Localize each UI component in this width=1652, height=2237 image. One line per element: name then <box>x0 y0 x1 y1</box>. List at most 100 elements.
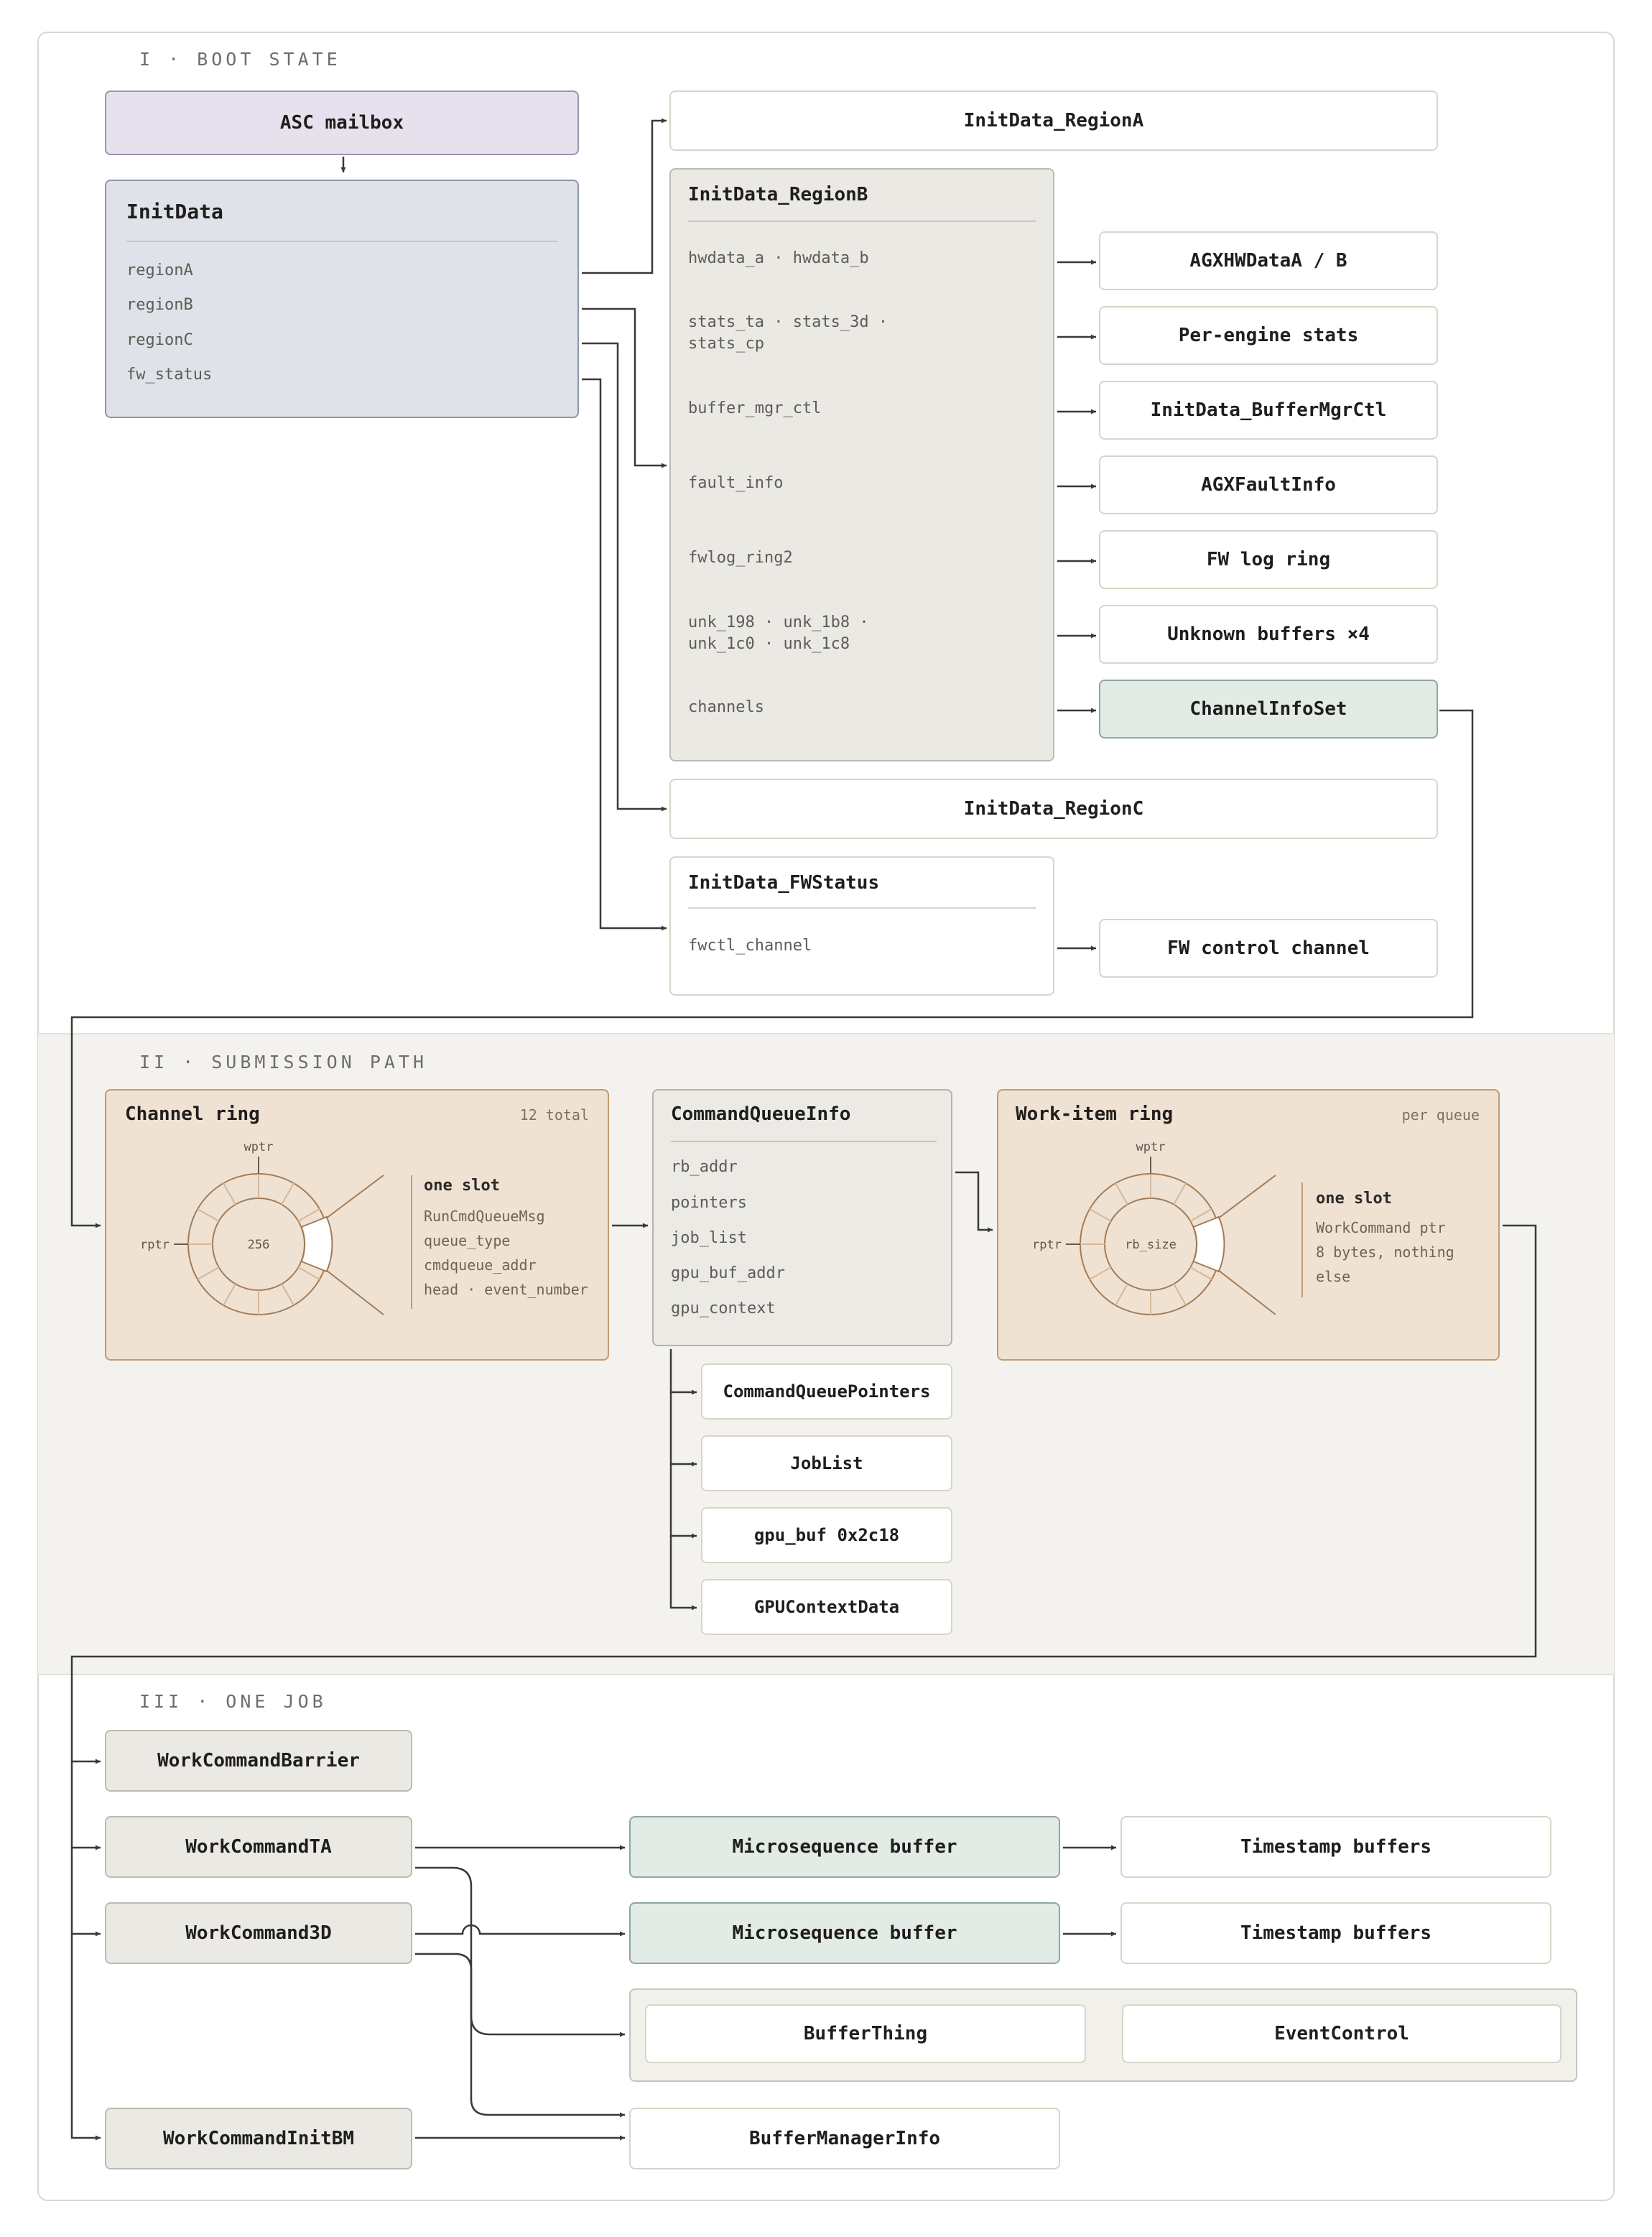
region-b-field-buffer-mgr-ctl: buffer_mgr_ctl <box>688 399 822 417</box>
initdata-divider <box>126 241 557 242</box>
arrow-ta-to-buffer-thing <box>415 1866 625 2037</box>
command-queue-info-panel: CommandQueueInfo rb_addr pointers job_li… <box>652 1089 952 1346</box>
initdata-panel: InitData regionA regionB regionC fw_stat… <box>105 180 579 418</box>
arrow-cqi-to-gpu-buf <box>669 1464 697 1539</box>
job-list-box: JobList <box>701 1435 952 1491</box>
microsequence-buffer-ta-box: Microsequence buffer <box>629 1816 1060 1878</box>
work-slot-line: else <box>1316 1268 1351 1285</box>
event-control-box: EventControl <box>1122 2004 1561 2063</box>
work-command-barrier-box: WorkCommandBarrier <box>105 1730 412 1792</box>
arrow-cqi-to-job-list <box>669 1392 697 1467</box>
arrow-3d-to-buffer-manager-info <box>415 1953 625 2118</box>
work-ring-slot-fan <box>1217 1175 1276 1315</box>
microsequence-buffer-3d-box: Microsequence buffer <box>629 1902 1060 1964</box>
channel-ring-title: Channel ring <box>125 1103 260 1125</box>
channel-ring-diagram: wptr rptr 256 <box>140 1140 384 1315</box>
region-b-title: InitData_RegionB <box>688 184 868 205</box>
arrow-cqi-to-pointers <box>669 1349 697 1395</box>
cqi-field-rb-addr: rb_addr <box>671 1158 738 1176</box>
arrow-3d-to-microsequence <box>415 1924 625 1937</box>
channel-slot-line: cmdqueue_addr <box>424 1256 537 1274</box>
work-command-initbm-box: WorkCommandInitBM <box>105 2108 412 2169</box>
arrow-channel-info-to-channel-ring <box>70 709 1474 1228</box>
channel-ring-spokes <box>188 1174 329 1315</box>
channel-ring-wptr-label: wptr <box>244 1140 274 1154</box>
region-b-field-stats: stats_ta · stats_3d · stats_cp <box>688 313 888 353</box>
initdata-field-fw-status: fw_status <box>126 366 213 384</box>
initdata-field-regionC: regionC <box>126 331 193 349</box>
arrow-regionA <box>582 118 667 274</box>
region-b-field-hwdata: hwdata_a · hwdata_b <box>688 249 869 267</box>
cqi-field-gpu-context: gpu_context <box>671 1300 776 1317</box>
region-b-field-fault-info: fault_info <box>688 474 784 492</box>
channel-ring-slot-fan <box>325 1175 384 1315</box>
initdata-region-b-panel: InitData_RegionB hwdata_a · hwdata_b sta… <box>669 168 1054 761</box>
channel-info-set-box: ChannelInfoSet <box>1099 680 1438 738</box>
channel-ring-center-label: 256 <box>248 1238 270 1252</box>
buffer-thing-box: BufferThing <box>645 2004 1086 2063</box>
gpu-context-data-box: GPUContextData <box>701 1579 952 1635</box>
gpu-buf-box: gpu_buf 0x2c18 <box>701 1507 952 1563</box>
section-title-job: III · ONE JOB <box>139 1691 327 1712</box>
initdata-field-regionB: regionB <box>126 296 193 314</box>
channel-ring-slot <box>300 1215 333 1273</box>
work-ring-title: Work-item ring <box>1016 1103 1174 1125</box>
cqi-field-gpu-buf-addr: gpu_buf_addr <box>671 1264 785 1282</box>
work-ring-wptr-label: wptr <box>1136 1140 1166 1154</box>
work-command-3d-box: WorkCommand3D <box>105 1902 412 1964</box>
region-b-field-channels: channels <box>688 698 764 716</box>
command-queue-pointers-box: CommandQueuePointers <box>701 1363 952 1419</box>
agx-fault-info-box: AGXFaultInfo <box>1099 455 1438 514</box>
work-command-ta-box: WorkCommandTA <box>105 1816 412 1878</box>
initdata-region-a-box: InitData_RegionA <box>669 91 1438 151</box>
initdata-field-regionA: regionA <box>126 261 193 279</box>
arrow-regionC <box>582 342 667 812</box>
per-engine-stats-box: Per-engine stats <box>1099 306 1438 365</box>
work-slot-bar <box>1301 1182 1303 1297</box>
channel-slot-bar <box>411 1175 412 1309</box>
work-slot-line: 8 bytes, nothing <box>1316 1243 1454 1261</box>
initdata-title: InitData <box>126 200 223 223</box>
agxhwdata-box: AGXHWDataA / B <box>1099 231 1438 290</box>
channel-slot-line: RunCmdQueueMsg <box>424 1208 545 1225</box>
cqi-title: CommandQueueInfo <box>671 1103 851 1125</box>
unknown-buffers-box: Unknown buffers ×4 <box>1099 605 1438 664</box>
work-ring-diagram: wptr rptr rb_size <box>1032 1140 1276 1315</box>
work-item-ring-panel: Work-item ring per queue <box>997 1089 1500 1361</box>
work-ring-rptr-label: rptr <box>1032 1238 1062 1252</box>
buffer-mgr-ctl-box: InitData_BufferMgrCtl <box>1099 381 1438 440</box>
arrow-regionB <box>582 307 667 468</box>
cqi-divider <box>671 1141 937 1142</box>
fwstatus-divider <box>688 907 1036 909</box>
fw-control-channel-box: FW control channel <box>1099 919 1438 978</box>
cqi-field-job-list: job_list <box>671 1229 747 1247</box>
initdata-fwstatus-panel: InitData_FWStatus fwctl_channel <box>669 856 1054 996</box>
channel-slot-line: queue_type <box>424 1232 511 1249</box>
arrow-cqi-to-work-ring <box>955 1171 993 1233</box>
timestamp-buffers-3d-box: Timestamp buffers <box>1120 1902 1551 1964</box>
fwstatus-field-fwctl-channel: fwctl_channel <box>688 937 812 955</box>
work-ring-center-label: rb_size <box>1125 1238 1177 1252</box>
work-ring-slot <box>1192 1215 1225 1273</box>
region-b-field-unknown: unk_198 · unk_1b8 · unk_1c0 · unk_1c8 <box>688 613 869 653</box>
section-title-boot: I · BOOT STATE <box>139 49 341 70</box>
channel-slot-title: one slot <box>424 1177 500 1195</box>
arrow-fwstatus <box>582 378 667 931</box>
work-slot-title: one slot <box>1316 1190 1392 1208</box>
work-ring-note: per queue <box>1401 1106 1480 1124</box>
buffer-manager-info-box: BufferManagerInfo <box>629 2108 1060 2169</box>
channel-slot-line: head · event_number <box>424 1281 588 1298</box>
timestamp-buffers-ta-box: Timestamp buffers <box>1120 1816 1551 1878</box>
arrow-cqi-to-gpu-context <box>669 1536 697 1611</box>
work-ring-spokes <box>1080 1174 1221 1315</box>
region-b-divider <box>688 221 1036 222</box>
fwstatus-title: InitData_FWStatus <box>688 872 880 894</box>
channel-ring-rptr-label: rptr <box>140 1238 170 1252</box>
channel-ring-panel: Channel ring 12 total <box>105 1089 609 1361</box>
arrow-work-ring-to-initbm <box>70 1224 1537 2141</box>
work-slot-line: WorkCommand ptr <box>1316 1219 1446 1236</box>
cqi-field-pointers: pointers <box>671 1194 747 1212</box>
initdata-region-c-box: InitData_RegionC <box>669 779 1438 839</box>
